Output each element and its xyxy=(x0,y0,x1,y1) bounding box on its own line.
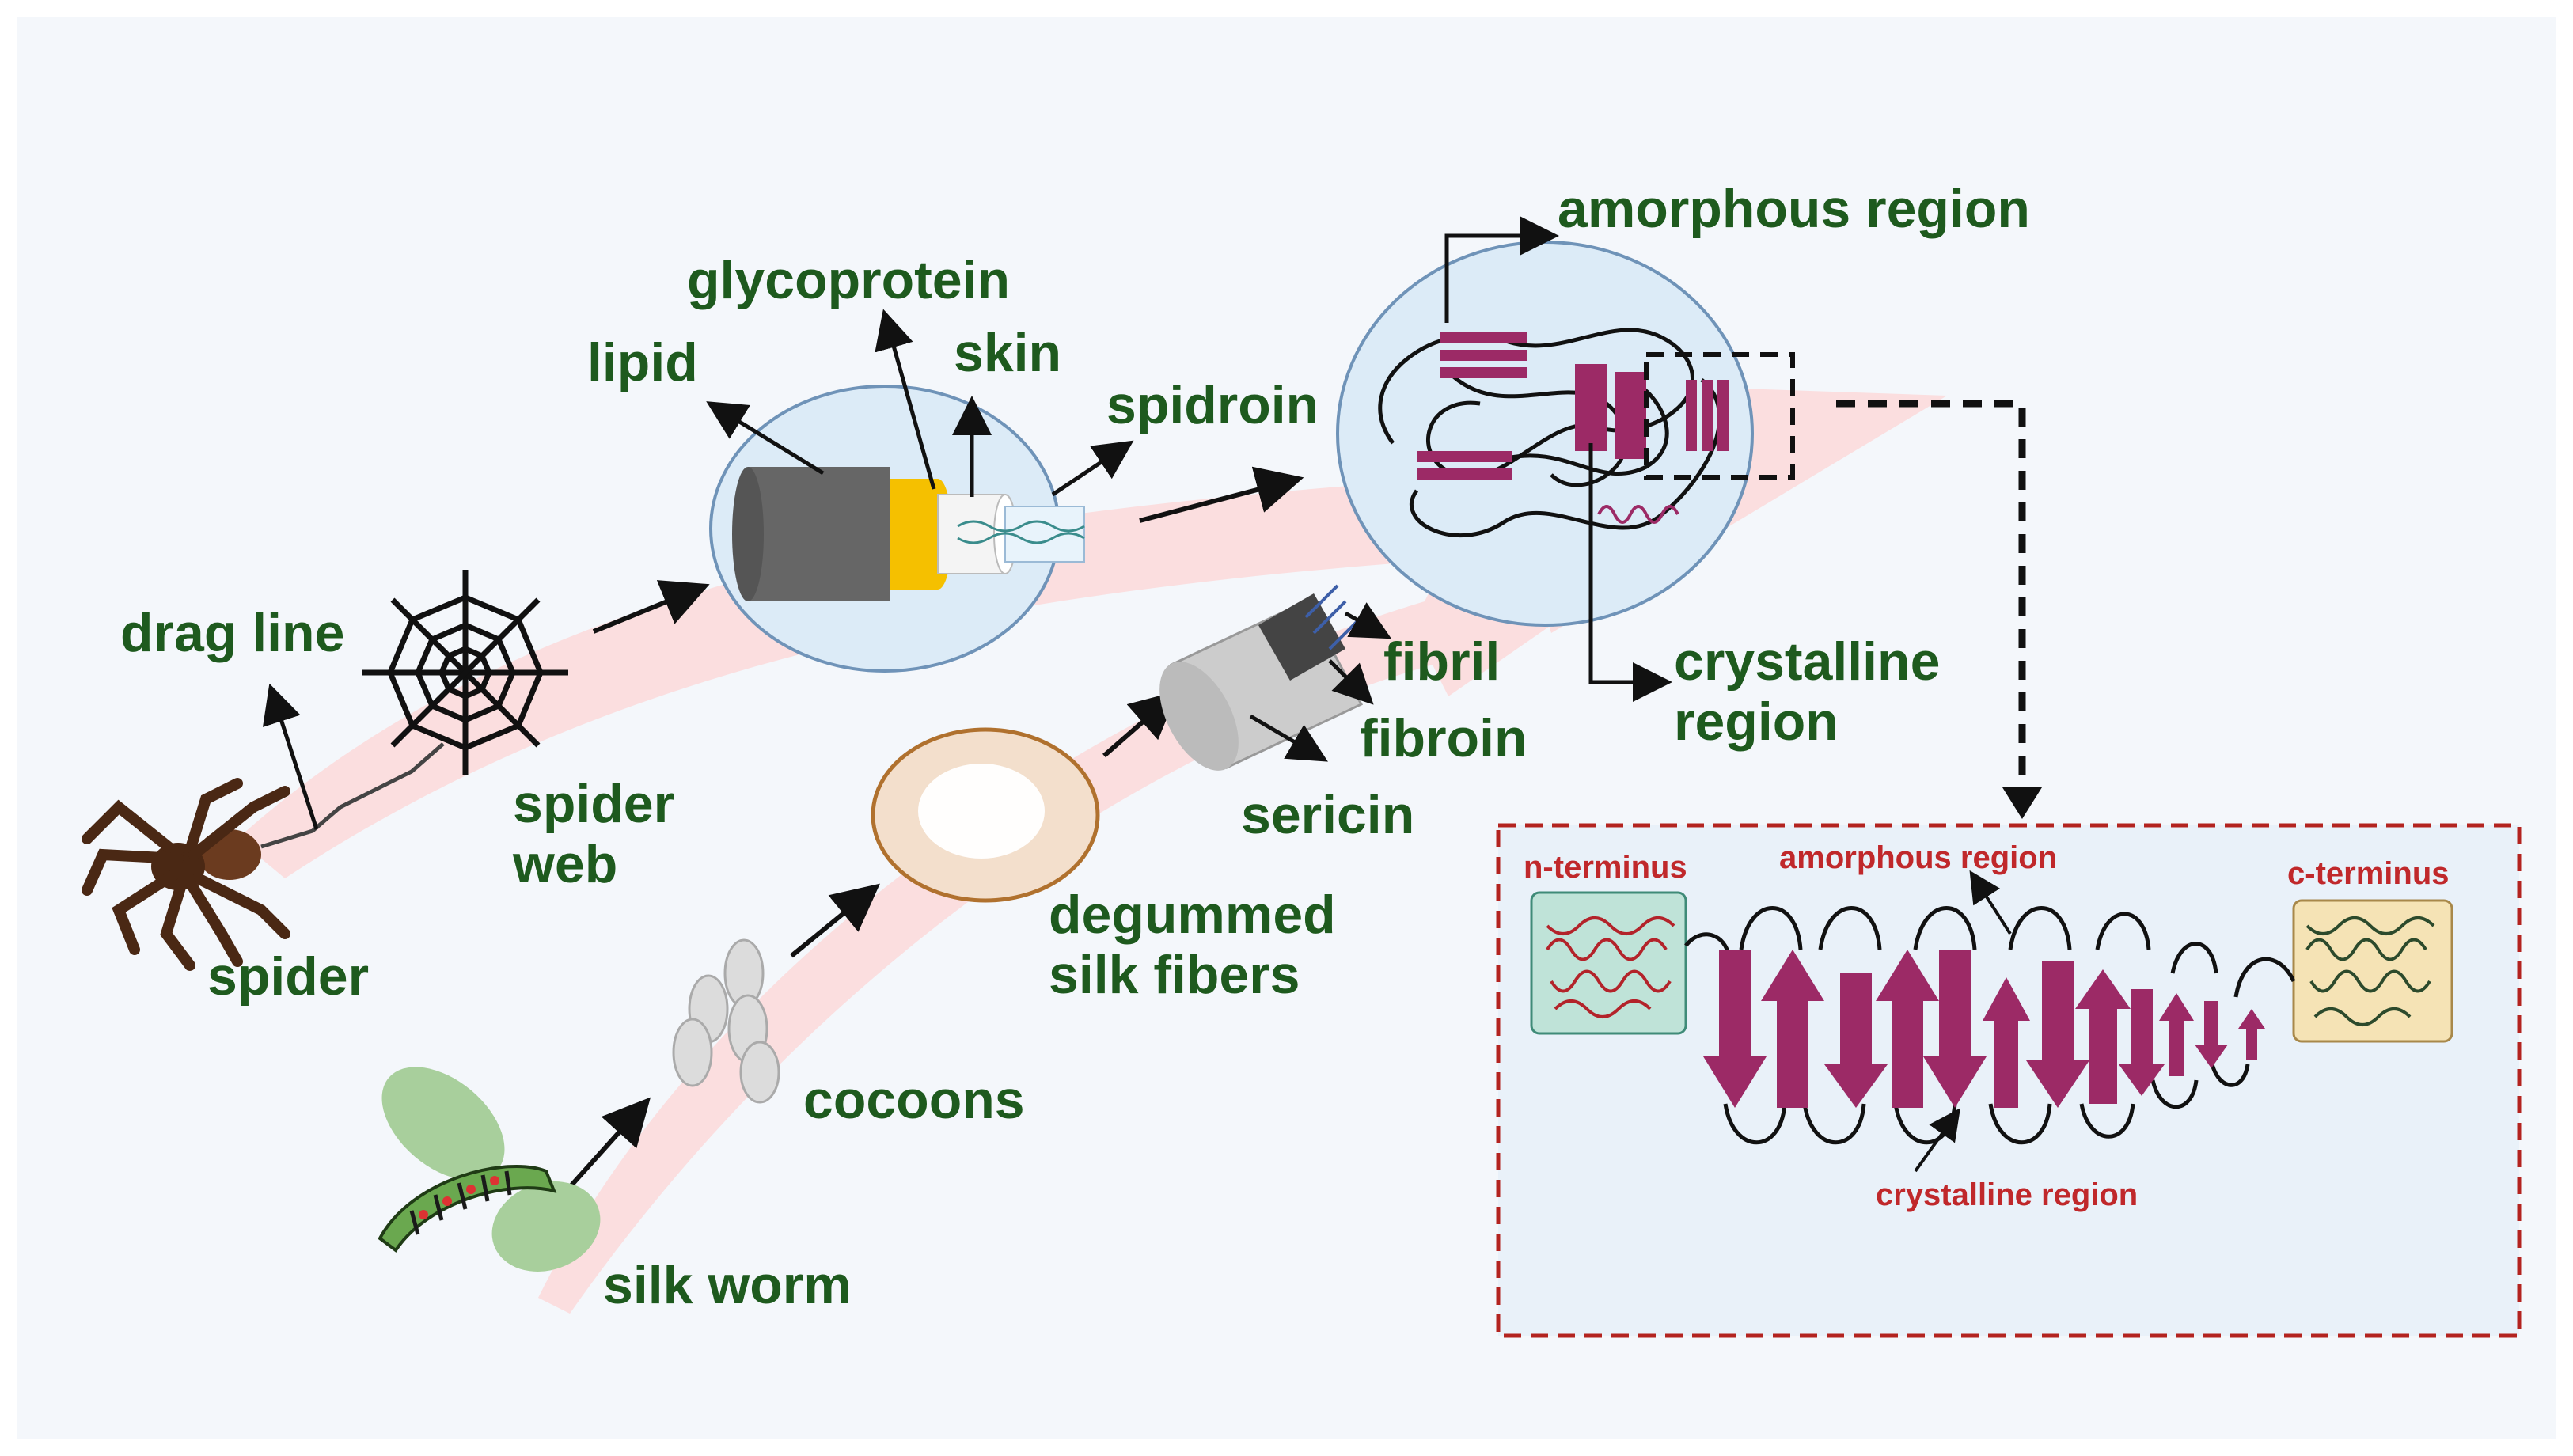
beta-sheet-strands xyxy=(1684,906,2296,1145)
arrow-worm-to-cocoon xyxy=(567,1097,651,1189)
drag-line-pointer xyxy=(262,683,319,830)
label-spider: spider xyxy=(207,946,370,1007)
label-degummed-line1: degummed xyxy=(1049,885,1336,945)
glycoprotein-pointer xyxy=(875,309,936,490)
n-terminus-box xyxy=(1530,891,1687,1035)
label-amorphous-region: amorphous region xyxy=(1558,179,2030,239)
spider-icon xyxy=(82,778,290,971)
label-crystalline-region: crystalline region xyxy=(1674,631,1940,752)
arrow-fiber-to-spidroin xyxy=(1139,466,1304,523)
label-sericin: sericin xyxy=(1241,785,1415,845)
spidroin-pointer xyxy=(1051,440,1134,497)
inset-label-n-terminus: n-terminus xyxy=(1524,850,1687,885)
fibril-pointer xyxy=(1344,602,1392,639)
label-silk-worm: silk worm xyxy=(603,1255,852,1315)
label-fibril: fibril xyxy=(1383,631,1501,692)
n-terminus-coil xyxy=(1546,916,1675,1018)
label-crystalline-line1: crystalline xyxy=(1674,631,1941,692)
label-degummed-line2: silk fibers xyxy=(1049,945,1300,1006)
fibroin-pointer xyxy=(1328,659,1374,705)
label-spider-web-line2: web xyxy=(513,834,618,895)
label-drag-line: drag line xyxy=(120,603,345,663)
label-glycoprotein: glycoprotein xyxy=(687,250,1011,310)
label-cocoons: cocoons xyxy=(803,1070,1025,1130)
amorphous-pointer xyxy=(1444,216,1559,323)
silkworm-flow-arrow xyxy=(538,570,1551,1314)
inset-label-amorphous-region: amorphous region xyxy=(1779,840,2058,875)
zoom-arrowhead xyxy=(2002,787,2042,819)
silk-worm-icon xyxy=(378,1067,601,1272)
label-skin: skin xyxy=(954,323,1062,383)
arrow-degummed-to-fibroin xyxy=(1102,691,1178,758)
label-spidroin: spidroin xyxy=(1106,375,1319,435)
arrow-cocoon-to-degummed xyxy=(790,883,880,958)
label-degummed-silk-fibers: degummed silk fibers xyxy=(1049,885,1336,1005)
arrow-web-to-fiber xyxy=(592,580,710,634)
zoom-connector xyxy=(1836,400,2026,799)
inset-label-c-terminus: c-terminus xyxy=(2287,856,2450,891)
label-lipid: lipid xyxy=(587,332,698,392)
zoom-box xyxy=(1644,352,1795,480)
inset-amorphous-pointer xyxy=(1969,870,2012,935)
c-terminus-coil xyxy=(2305,916,2435,1026)
spider-web-icon xyxy=(362,570,568,775)
drag-line-thread xyxy=(260,742,445,849)
sericin-pointer xyxy=(1249,714,1328,762)
fiber-cylinder-icon xyxy=(732,467,1085,601)
inset-label-crystalline-region: crystalline region xyxy=(1876,1177,2138,1212)
crystalline-pointer xyxy=(1588,443,1672,702)
cocoons-icon xyxy=(672,938,780,1104)
label-crystalline-line2: region xyxy=(1674,692,1839,753)
label-fibroin: fibroin xyxy=(1360,708,1527,768)
c-terminus-box xyxy=(2292,899,2453,1043)
inset-crystalline-pointer xyxy=(1914,1108,1960,1173)
label-spider-web-line1: spider xyxy=(513,774,675,834)
label-spider-web: spider web xyxy=(513,774,674,894)
lipid-pointer xyxy=(706,401,825,476)
degummed-fibers-fluff xyxy=(918,764,1045,859)
